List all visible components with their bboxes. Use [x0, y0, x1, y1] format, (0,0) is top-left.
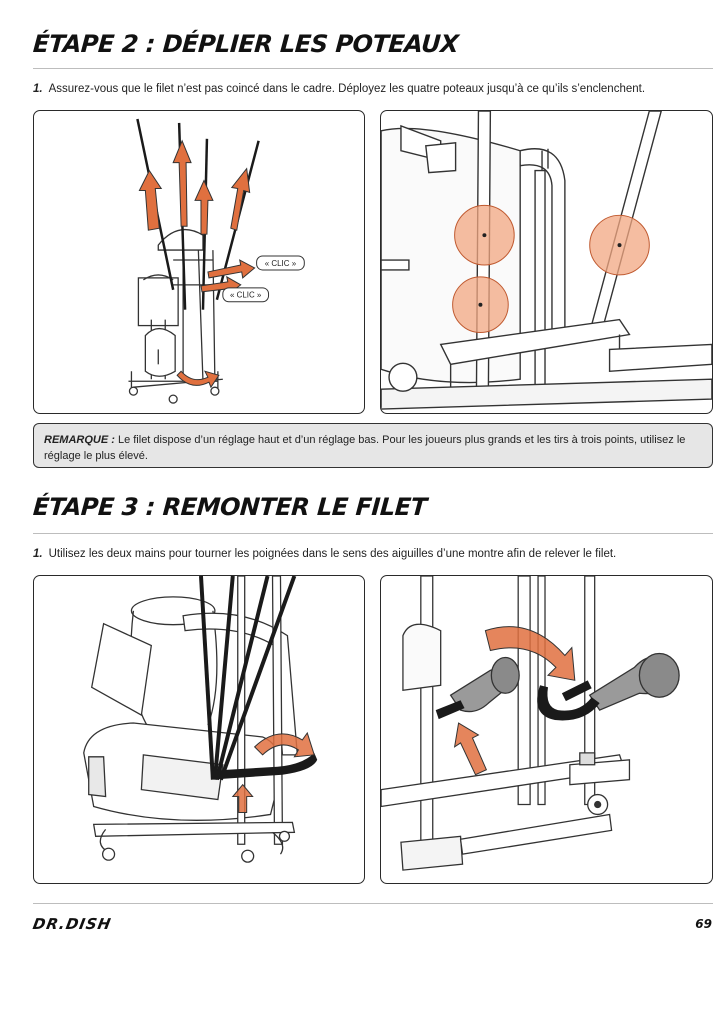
step2-divider: [33, 68, 713, 69]
step3-instruction: 1. Utilisez les deux mains pour tourner l…: [33, 548, 616, 560]
step3-illustration-machine: [33, 575, 365, 884]
brand-logo: DR.DISH: [31, 915, 113, 933]
note-box: REMARQUE : Le filet dispose d’un réglage…: [33, 423, 713, 468]
footer-divider: [33, 903, 713, 904]
step2-title: ÉTAPE 2 : DÉPLIER LES POTEAUX: [32, 30, 460, 58]
step2-illustration-lock-detail: [380, 110, 713, 414]
callout-clic-lower: « CLIC »: [230, 291, 262, 300]
page-number: 69: [695, 917, 712, 931]
step2-instruction-number: 1.: [33, 83, 43, 95]
step2-instruction-text: Assurez-vous que le filet n’est pas coin…: [48, 83, 646, 95]
step2-illustration-poles: « CLIC » « CLIC »: [33, 110, 365, 414]
step2-instruction: 1. Assurez-vous que le filet n’est pas co…: [33, 83, 645, 95]
step3-divider: [33, 533, 713, 534]
step3-instruction-text: Utilisez les deux mains pour tourner les…: [48, 548, 617, 560]
poles-drawing: « CLIC » « CLIC »: [128, 118, 305, 404]
step3-instruction-number: 1.: [33, 548, 43, 560]
handle-detail-drawing: [381, 576, 680, 871]
note-text: Le filet dispose d’un réglage haut et d’…: [44, 434, 686, 462]
note-label: REMARQUE :: [44, 434, 115, 446]
step3-title: ÉTAPE 3 : REMONTER LE FILET: [32, 493, 428, 521]
callout-clic-upper: « CLIC »: [265, 259, 297, 268]
step3-illustration-handle-detail: [380, 575, 713, 884]
machine-handles-drawing: [83, 576, 318, 863]
lock-detail-drawing: [381, 111, 712, 410]
